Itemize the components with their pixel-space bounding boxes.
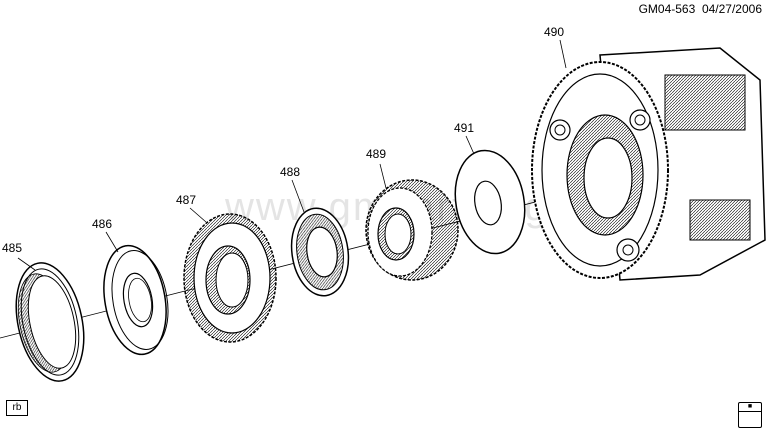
part-485-bearing[interactable]	[6, 257, 94, 388]
diagram-code: GM04-563	[638, 2, 696, 16]
leader-lines	[17, 39, 567, 271]
part-487-gear[interactable]	[183, 213, 277, 343]
callout-487: 487	[176, 193, 196, 207]
callout-485: 485	[2, 241, 22, 255]
part-489-gear[interactable]	[365, 179, 459, 281]
callout-491: 491	[454, 121, 474, 135]
corner-label: rb	[6, 400, 28, 416]
part-488-thrust-bearing[interactable]	[286, 205, 354, 300]
callout-486: 486	[92, 217, 112, 231]
diagram-header: GM04-563 04/27/2006	[639, 2, 762, 16]
part-486-washer[interactable]	[96, 241, 175, 360]
callout-488: 488	[280, 165, 300, 179]
part-490-carrier[interactable]	[531, 47, 766, 281]
callout-490: 490	[544, 25, 564, 39]
diagram-date: 04/27/2006	[701, 2, 762, 16]
callout-489: 489	[366, 147, 386, 161]
part-491-washer[interactable]	[447, 145, 532, 259]
gm-spo-logo: ■	[738, 402, 762, 428]
